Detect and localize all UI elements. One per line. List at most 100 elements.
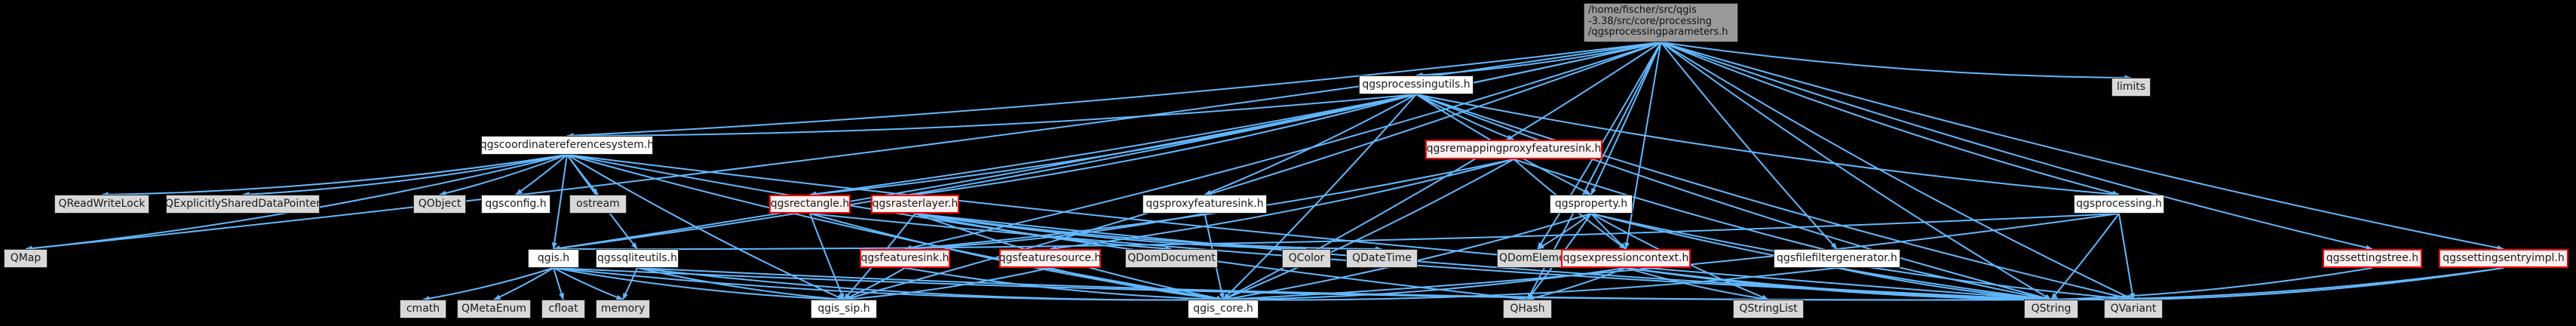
graph-node-limits[interactable]: limits [2111,78,2151,97]
graph-edge-rectangle-to-qgssip [809,213,845,300]
graph-edge-procutils-to-qvariant [1415,94,2134,301]
graph-node-qdomdoc[interactable]: QDomDocument [1125,249,1218,268]
graph-node-qstringlist[interactable]: QStringList [1733,300,1804,318]
graph-node-property[interactable]: qgsproperty.h [1550,195,1633,214]
graph-edge-crs-to-qgish [551,154,568,250]
graph-node-remapsink[interactable]: qgsremappingproxyfeaturesink.h [1425,140,1602,159]
graph-edge-root-to-processing [1661,42,2120,196]
graph-edge-crs-to-qgsconfig [515,154,568,195]
graph-edge-qgish-to-cfloat [553,267,564,300]
graph-edge-processing-to-qvariant [2118,213,2136,300]
graph-node-exprctx[interactable]: qgsexpressioncontext.h [1561,249,1691,268]
graph-edge-root-to-crs [566,42,1661,139]
graph-edge-qgish-to-qgssip [553,267,845,303]
graph-edge-procutils-to-qgscore [1222,94,1417,300]
graph-edge-featuresrc-to-qgssip [843,267,1050,302]
graph-edge-procutils-to-processing [1415,94,2120,197]
graph-edge-crs-to-qreadwrite [101,154,568,198]
graph-edge-qgish-to-memory [553,267,624,300]
graph-edge-filefilter-to-qstring [1836,267,2052,302]
graph-edge-crs-to-qgssip [566,154,845,300]
graph-edge-procutils-to-crs [566,94,1417,139]
graph-node-qcolor[interactable]: QColor [1282,249,1331,268]
graph-edge-root-to-qvariant [1660,42,2134,300]
graph-node-proxysink[interactable]: qgsproxyfeaturesink.h [1142,195,1267,214]
graph-edge-setentry-to-qvariant [2133,267,2504,303]
graph-node-setentry[interactable]: qgssettingsentryimpl.h [2439,249,2568,268]
graph-edge-rasterlayer-to-qdatetime [915,213,1382,252]
graph-node-procutils[interactable]: qgsprocessingutils.h [1359,75,1474,94]
graph-node-qreadwrite[interactable]: QReadWriteLock [54,195,149,214]
graph-node-cmath[interactable]: cmath [400,300,446,318]
graph-node-memory[interactable]: memory [596,300,650,318]
graph-node-qstring[interactable]: QString [2024,300,2078,318]
graph-edge-root-to-qgssip [843,42,1661,301]
graph-edge-featuresink-to-qgscore [904,267,1224,303]
graph-edge-remapsink-to-qgscore [1222,158,1514,300]
graph-node-qhash[interactable]: QHash [1503,300,1552,318]
graph-edge-procutils-to-proxysink [1204,94,1417,195]
graph-edge-property-to-qdomelem [1537,213,1592,250]
graph-node-settree[interactable]: qgssettingstree.h [2323,249,2422,268]
graph-edge-property-to-exprctx [1590,213,1627,250]
graph-edge-root-to-qmap [25,42,1661,251]
graph-edge-processing-to-qgish [553,213,2120,252]
graph-edge-remapsink-to-featuresrc [1050,158,1514,251]
graph-edge-root-to-setentry [1661,42,2504,251]
graph-edge-filefilter-to-qgscore [1222,267,1838,303]
graph-edge-sqliteutils-to-qgssip [636,267,845,302]
graph-node-rectangle[interactable]: qgsrectangle.h [769,195,851,214]
graph-edge-rasterlayer-to-qdomdoc [915,213,1172,251]
graph-edge-exprctx-to-qgscore [1222,267,1627,303]
graph-edge-processing-to-qstring [2050,213,2120,300]
graph-node-qgssip[interactable]: qgis_sip.h [811,300,877,318]
graph-edge-procutils-to-qstring [1415,94,2052,301]
graph-node-filefilter[interactable]: qgsfilefiltergenerator.h [1774,249,1900,268]
graph-node-qmap[interactable]: QMap [4,249,48,268]
graph-node-cfloat[interactable]: cfloat [541,300,585,318]
graph-node-root[interactable]: /home/fischer/src/qgis -3.38/src/core/pr… [1584,3,1738,42]
graph-node-crs[interactable]: qgscoordinatereferencesystem.h [480,136,654,155]
graph-edge-crs-to-qstring [566,154,2052,302]
graph-edge-remapsink-to-featuresink [904,158,1514,251]
graph-edge-root-to-settree [1661,42,2373,251]
graph-edge-qgish-to-cmath [422,267,554,302]
graph-node-qobject[interactable]: QObject [413,195,466,214]
graph-node-qexplicit[interactable]: QExplicitlySharedDataPointer [165,195,320,214]
graph-edge-sqliteutils-to-qgscore [636,267,1224,303]
graph-edge-procutils-to-remapsink [1415,94,1514,140]
graph-edge-procutils-to-rasterlayer [915,94,1417,197]
graph-node-qgsconfig[interactable]: qgsconfig.h [481,195,550,214]
graph-node-sqliteutils[interactable]: qgssqliteutils.h [596,249,679,268]
graph-edge-setentry-to-qstring [2050,267,2504,303]
graph-edge-root-to-filefilter [1660,42,1838,250]
graph-edge-root-to-limits [1661,42,2132,81]
graph-edge-crs-to-qgscore [566,154,1224,302]
graph-node-featuresrc[interactable]: qgsfeaturesource.h [999,249,1101,268]
graph-edge-crs-to-qobject [439,154,568,196]
graph-edge-root-to-rectangle [809,42,1661,197]
graph-edge-settree-to-qstring [2050,267,2373,303]
graph-node-qgish[interactable]: qgis.h [528,249,579,268]
graph-edge-featuresrc-to-qgscore [1050,267,1224,302]
graph-edge-sqliteutils-to-qstring [636,267,2052,303]
graph-node-qvariant[interactable]: QVariant [2104,300,2163,318]
graph-node-ostream[interactable]: ostream [569,195,627,214]
graph-edge-qgish-to-qmetaenum [493,267,554,300]
graph-node-processing[interactable]: qgsprocessing.h [2074,195,2164,214]
graph-edge-remapsink-to-qstring [1513,158,2052,301]
graph-edge-exprctx-to-qstringlist [1625,267,1769,302]
graph-edge-proxysink-to-featuresink [904,213,1205,252]
graph-edge-crs-to-qexplicit [242,154,568,198]
graph-node-rasterlayer[interactable]: qgsrasterlayer.h [871,195,959,214]
graph-node-featuresink[interactable]: qgsfeaturesink.h [860,249,950,268]
graph-node-qgscore[interactable]: qgis_core.h [1188,300,1259,318]
graph-edge-exprctx-to-qhash [1527,267,1627,301]
graph-edge-sqliteutils-to-memory [622,267,638,300]
graph-edge-procutils-to-qgish [553,94,1417,251]
graph-edge-root-to-property [1590,42,1662,195]
graph-node-qdatetime[interactable]: QDateTime [1346,249,1418,268]
graph-node-qmetaenum[interactable]: QMetaEnum [457,300,531,318]
